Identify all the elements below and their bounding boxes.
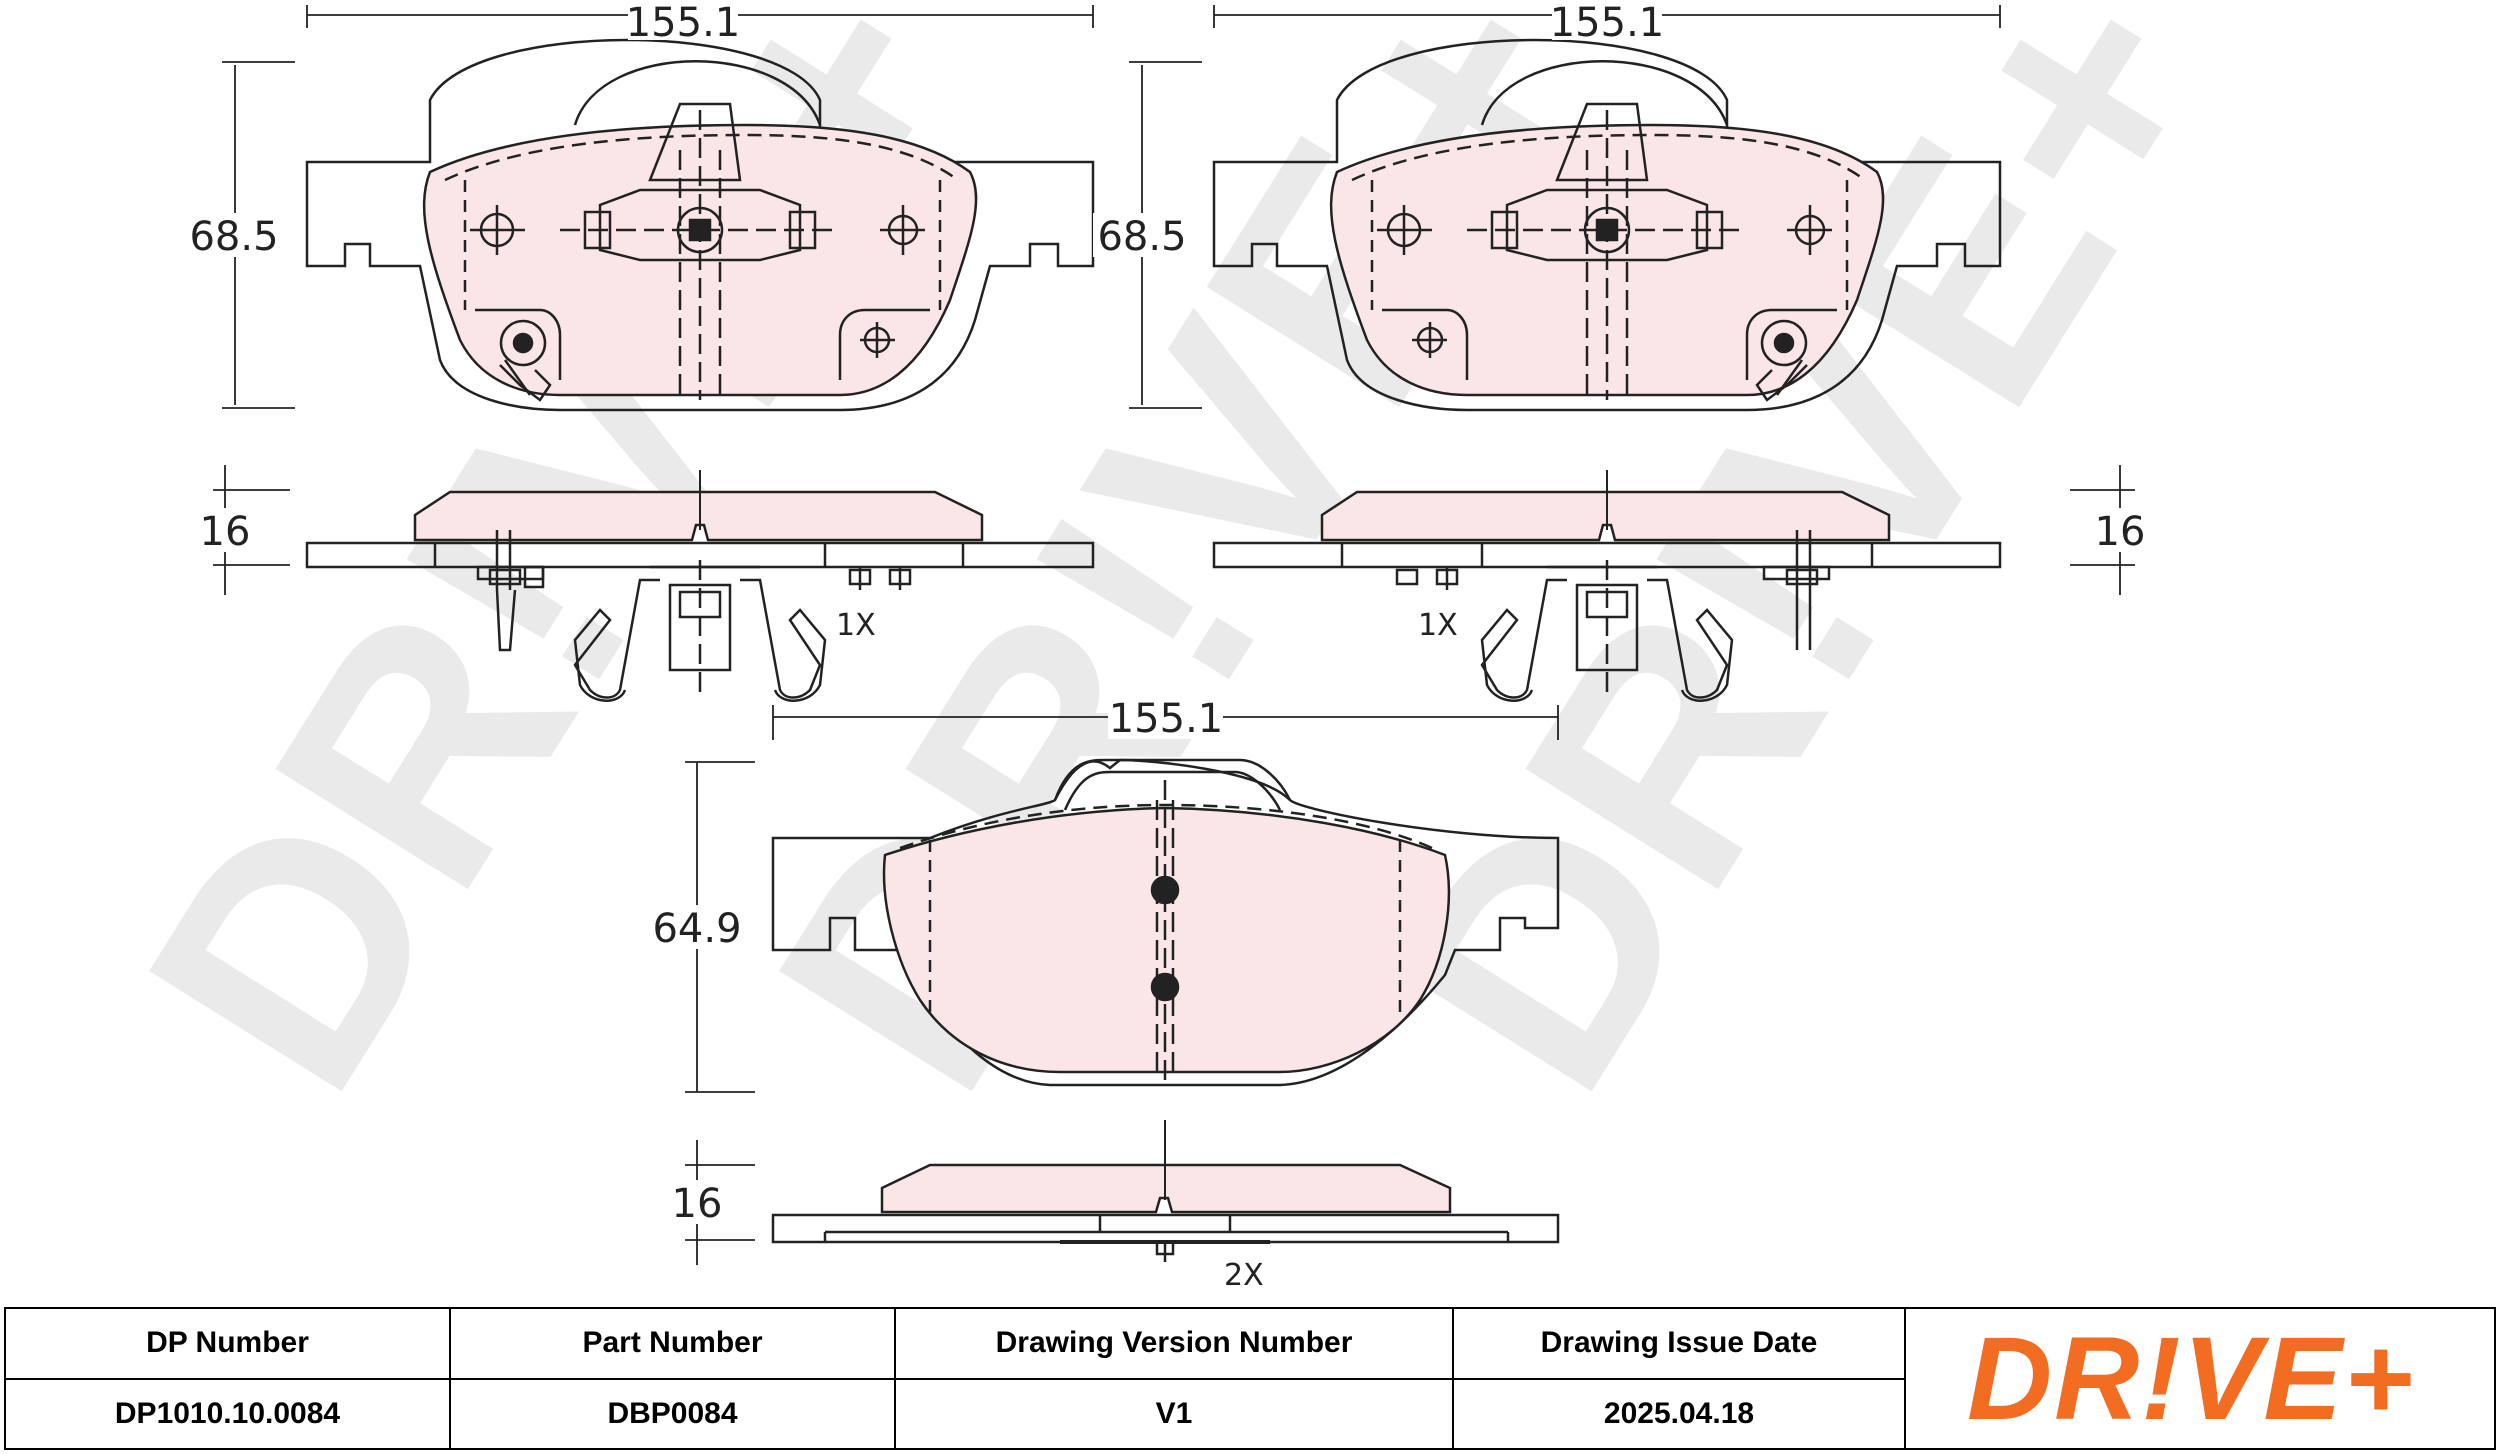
top-right-width-dimension: 155.1 — [1550, 0, 1665, 46]
bottom-width-dimension: 155.1 — [1109, 696, 1224, 742]
bottom-friction-material — [882, 806, 1451, 1074]
header-drawing-version: Drawing Version Number — [894, 1307, 1454, 1380]
table-value-row: DP1010.10.0084 DBP0084 V1 2025.04.18 — [4, 1377, 1906, 1450]
top-left-wear-indicator — [499, 319, 547, 367]
drawing-info-table: DP Number Part Number Drawing Version Nu… — [4, 1307, 1906, 1450]
top-left-width-dimension: 155.1 — [626, 0, 741, 46]
bottom-side-backing-plate — [771, 1213, 1560, 1244]
top-left-backing-plate — [305, 38, 1095, 412]
bottom-pad-front-view — [771, 758, 1560, 1087]
left-pad-side-view — [305, 470, 1095, 702]
top-right-wear-indicator — [1760, 319, 1808, 367]
top-right-height-dimension: 68.5 — [1097, 214, 1186, 260]
right-side-thickness-dimension: 16 — [2095, 509, 2146, 555]
top-right-backing-plate — [1212, 38, 2002, 412]
bottom-height-dimension: 64.9 — [652, 906, 741, 952]
top-right-pad-front-view — [1212, 38, 2002, 412]
left-side-thickness-dimension: 16 — [200, 509, 251, 555]
header-part-number: Part Number — [449, 1307, 896, 1380]
right-side-quantity-note: 1X — [1418, 608, 1458, 643]
header-drawing-issue-date: Drawing Issue Date — [1452, 1307, 1906, 1380]
top-left-center-bracket — [648, 102, 742, 182]
bottom-quantity-note: 2X — [1224, 1258, 1264, 1293]
value-drawing-issue-date: 2025.04.18 — [1452, 1377, 1906, 1450]
top-left-dashed-edge — [444, 133, 959, 182]
drive-plus-logo: DR!VE+ — [1966, 1312, 2416, 1445]
value-drawing-version: V1 — [894, 1377, 1454, 1450]
bottom-pad-side-view — [771, 1120, 1560, 1262]
value-dp-number: DP1010.10.0084 — [4, 1377, 451, 1450]
bottom-backing-plate — [771, 758, 1560, 1087]
left-side-quantity-note: 1X — [836, 608, 876, 643]
top-left-hump — [573, 60, 822, 126]
left-side-clip — [573, 578, 660, 702]
left-side-friction — [413, 490, 984, 542]
bottom-thickness-dimension: 16 — [672, 1181, 723, 1227]
top-left-height-dimension: 68.5 — [189, 214, 278, 260]
table-header-row: DP Number Part Number Drawing Version Nu… — [4, 1307, 1906, 1380]
value-part-number: DBP0084 — [449, 1377, 896, 1450]
right-side-friction — [1320, 490, 1891, 542]
header-dp-number: DP Number — [4, 1307, 451, 1380]
right-pad-side-view — [1212, 470, 2002, 702]
top-left-pad-front-view — [305, 38, 1095, 412]
brand-logo-cell: DR!VE+ — [1888, 1307, 2496, 1450]
